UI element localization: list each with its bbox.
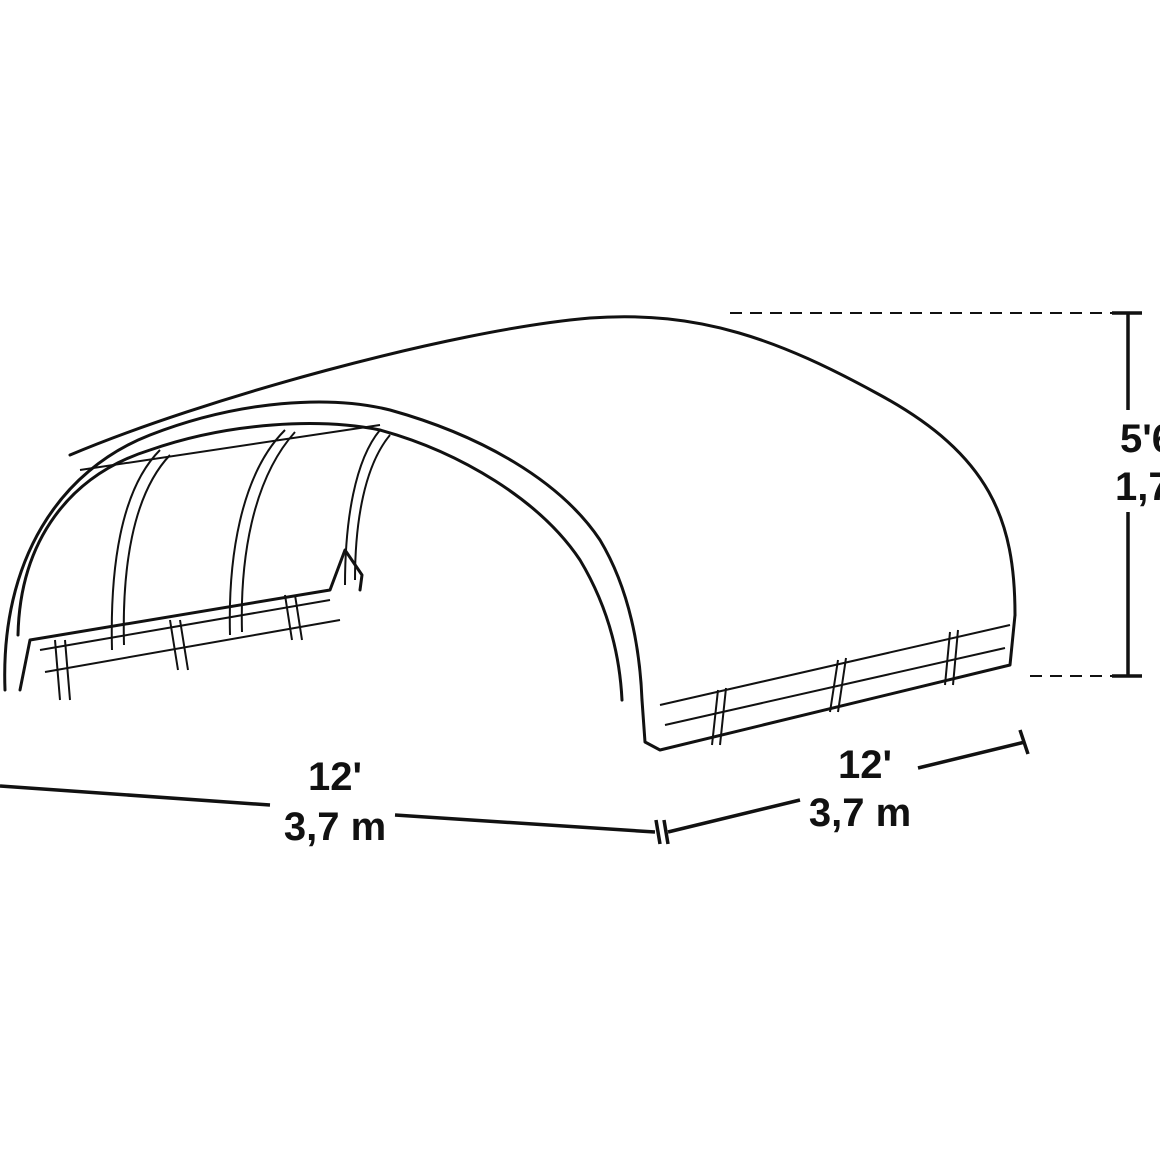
- length-dimension-line-right: [394, 813, 656, 834]
- shelter-drawing: [3, 315, 1017, 752]
- hoop: [344, 429, 381, 586]
- height-dimension: 5'6" 1,7 m: [730, 311, 1160, 678]
- length-dimension-line-left: [0, 784, 271, 807]
- stakes-left: [54, 594, 303, 701]
- left-base-rail: [18, 548, 364, 692]
- length-tick: [654, 819, 670, 845]
- width-dimension-line-left: [667, 798, 801, 834]
- stakes-right: [711, 629, 959, 746]
- ridge-bar: [79, 424, 381, 471]
- front-arch-inner: [16, 422, 624, 702]
- right-base-rail: [640, 613, 1017, 752]
- hoop: [110, 449, 161, 651]
- height-metric-label: 1,7 m: [1115, 465, 1160, 509]
- width-imperial-label: 12': [838, 743, 892, 787]
- width-tick: [1018, 729, 1030, 755]
- height-imperial-label: 5'6": [1120, 417, 1160, 461]
- hoop: [122, 454, 171, 646]
- front-arch-outer: [3, 400, 644, 702]
- hoop: [354, 434, 391, 581]
- width-metric-label: 3,7 m: [809, 791, 911, 835]
- length-dimension: 12' 3,7 m: [0, 755, 670, 849]
- width-dimension: 12' 3,7 m: [667, 729, 1030, 835]
- roof-back-outline: [68, 315, 1017, 617]
- left-base-rail-inner: [39, 599, 341, 673]
- length-imperial-label: 12': [308, 755, 362, 799]
- width-dimension-line-right: [917, 740, 1026, 770]
- length-metric-label: 3,7 m: [284, 805, 386, 849]
- height-dimension-line: [1112, 311, 1142, 678]
